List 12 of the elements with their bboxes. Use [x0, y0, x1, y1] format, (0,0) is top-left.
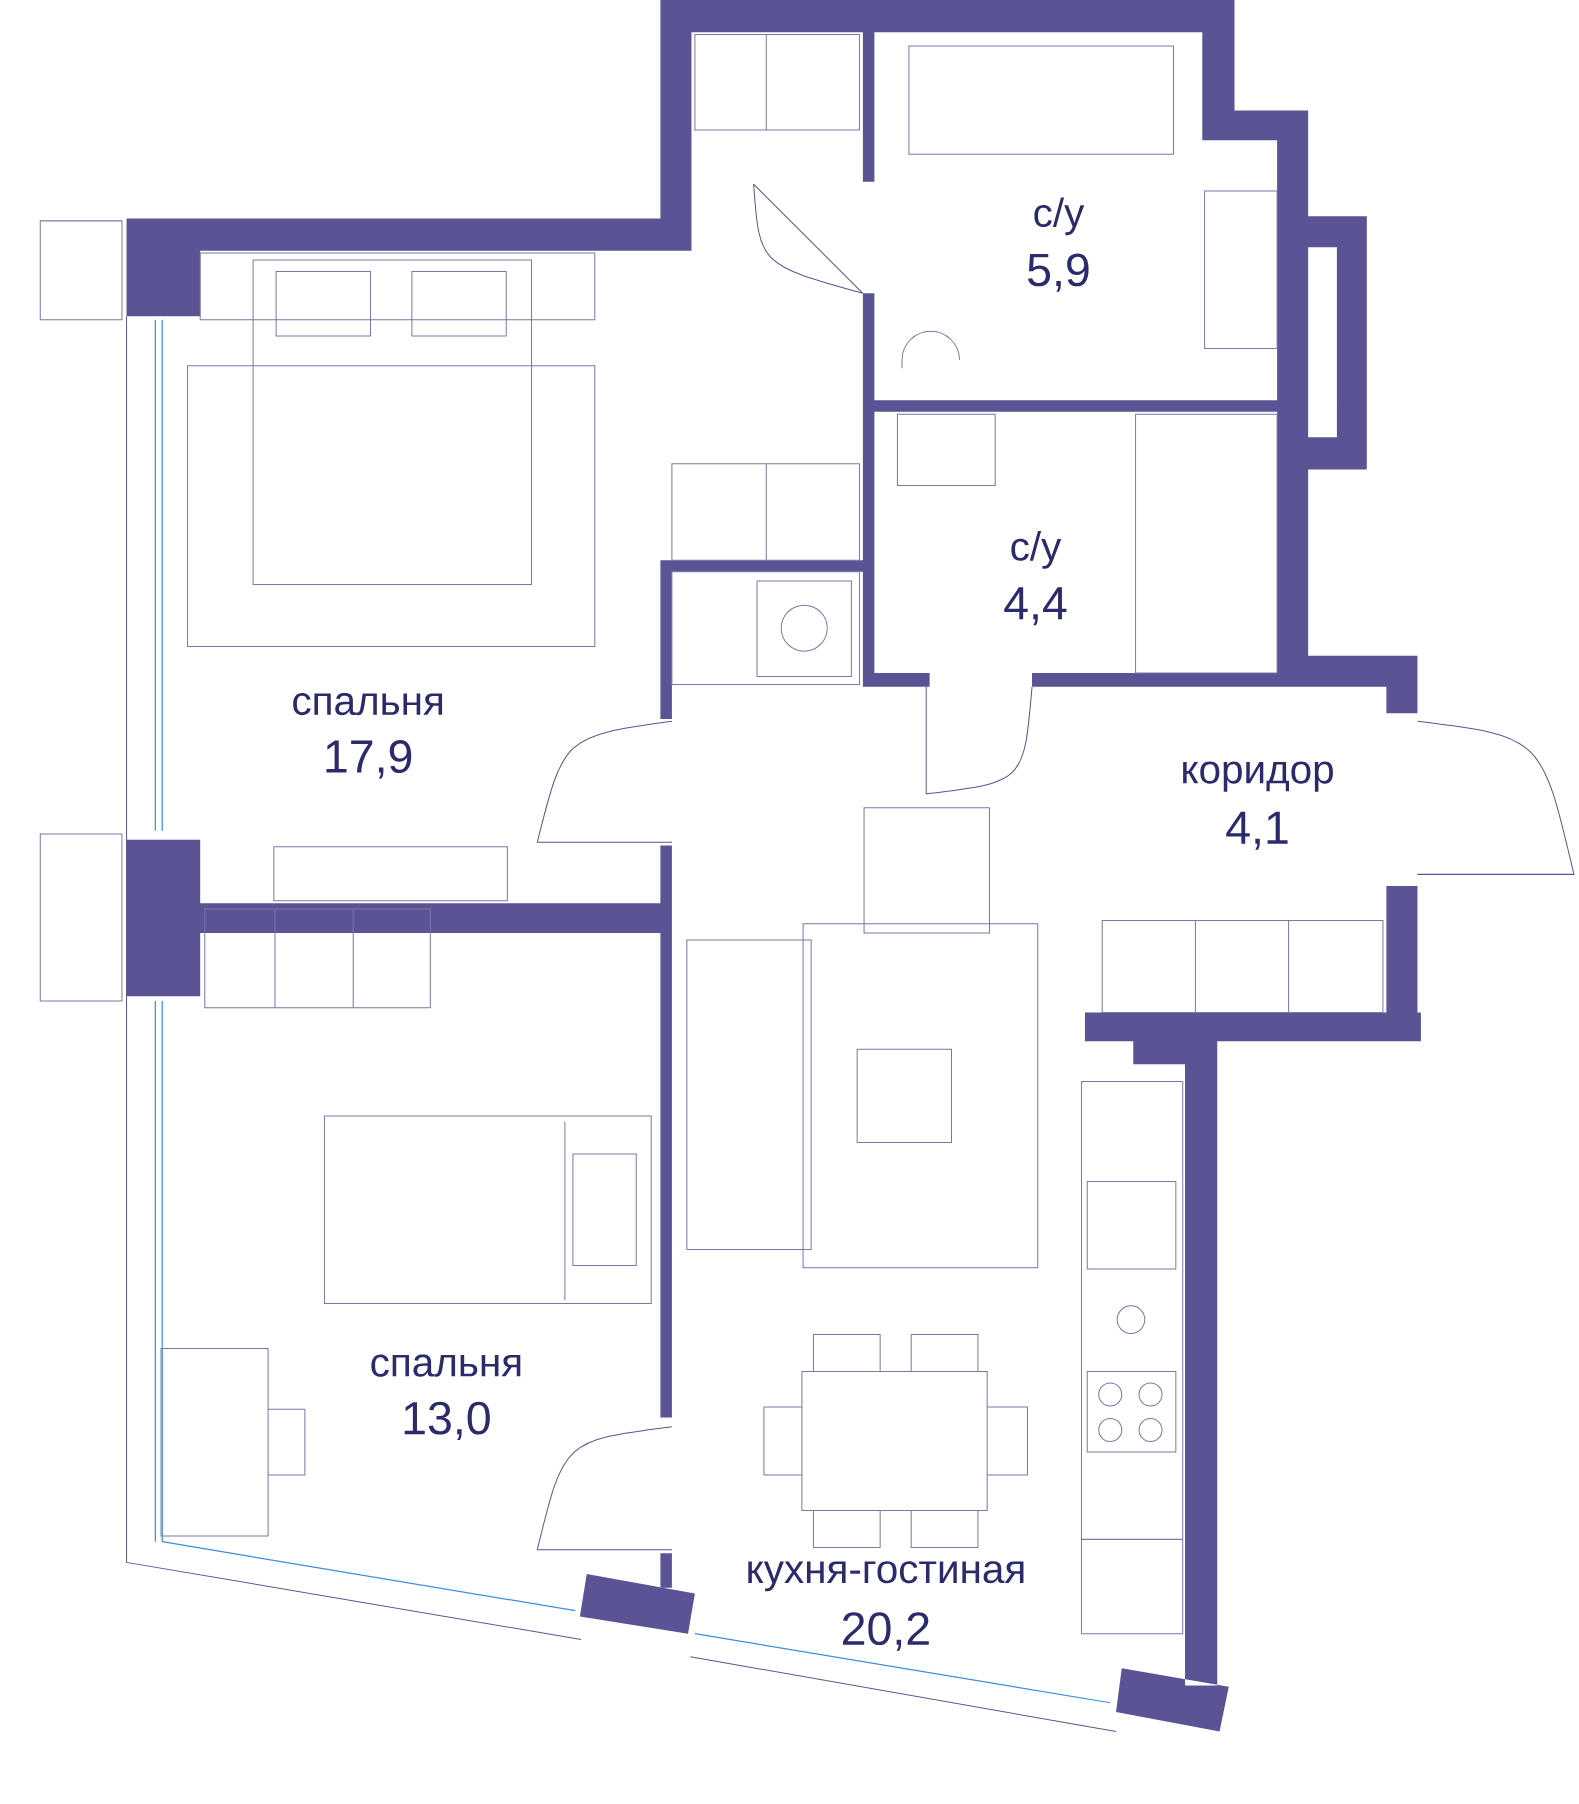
area-value: 4,1	[1226, 811, 1288, 850]
area-value: 20,2	[843, 1612, 930, 1651]
area-value: 4,4	[1004, 587, 1067, 626]
room-name: с/у	[1011, 531, 1062, 569]
area-value: 5,9	[1028, 253, 1089, 292]
room-name: кухня-гостиная	[748, 1561, 1024, 1592]
room-name: спальня	[293, 693, 443, 716]
area-value: 17,9	[326, 740, 412, 779]
area-value: 13,0	[404, 1401, 491, 1441]
room-name: спальня	[371, 1354, 521, 1377]
room-name: с/у	[1034, 197, 1085, 236]
room-name: коридор	[1183, 761, 1334, 792]
